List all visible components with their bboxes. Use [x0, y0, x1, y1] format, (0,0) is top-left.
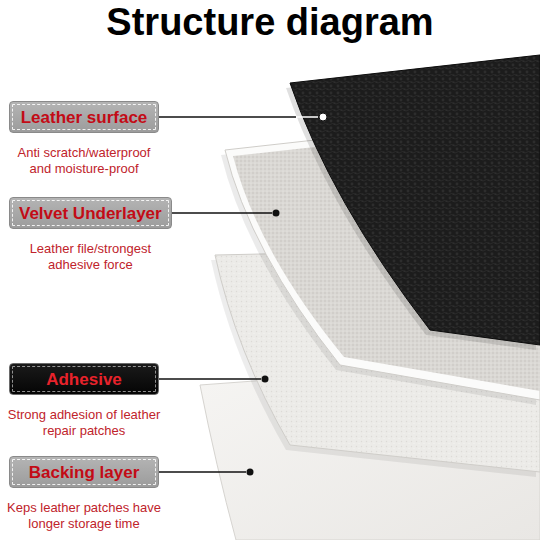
layer-label: Leather surfaceAnti scratch/waterproof a… [9, 101, 159, 133]
leader-dot [319, 113, 327, 121]
leader-line [172, 212, 272, 213]
leader-dot [273, 210, 280, 217]
layer-name: Backing layer [9, 456, 159, 488]
leader-line [159, 378, 261, 379]
leader-line [159, 471, 246, 472]
layer-description: Keps leather patches have longer storage… [5, 500, 163, 532]
layer-label: AdhesiveStrong adhesion of leather repai… [9, 363, 159, 395]
layer-description: Anti scratch/waterproof and moisture-pro… [5, 145, 163, 177]
layer-name: Adhesive [9, 363, 159, 395]
layer-name: Leather surface [9, 101, 159, 133]
leader-dot [262, 376, 269, 383]
leather-sheet [290, 55, 540, 345]
layer-label: Velvet UnderlayerLeather file/strongest … [9, 197, 172, 229]
leader-line [159, 116, 296, 117]
diagram-title: Structure diagram [0, 0, 540, 44]
leader-line [159, 116, 318, 117]
layer-description: Strong adhesion of leather repair patche… [5, 407, 163, 439]
layer-description: Leather file/strongest adhesive force [11, 241, 169, 273]
leader-dot [247, 469, 254, 476]
layer-name: Velvet Underlayer [9, 197, 172, 229]
layer-label: Backing layerKeps leather patches have l… [9, 456, 159, 488]
